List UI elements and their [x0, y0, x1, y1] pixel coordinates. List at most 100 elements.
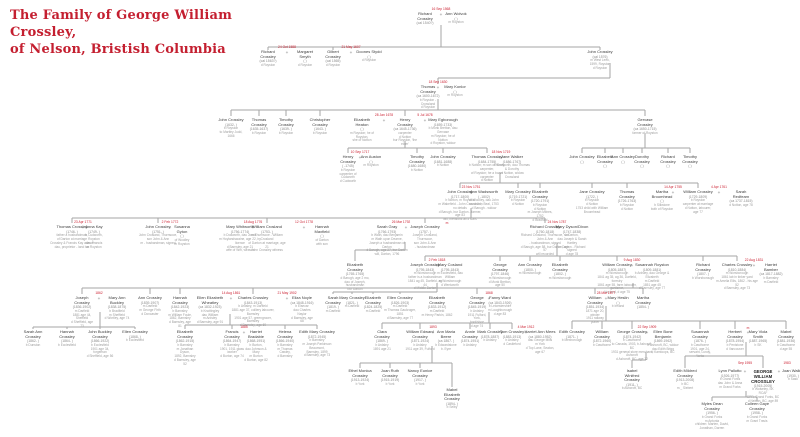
- person-name: Ellen Crossley: [122, 329, 148, 334]
- person-detail: Crossley & Francis Kay admon: [50, 240, 94, 245]
- person-detail: m Jonathan Dyson,: [176, 346, 194, 355]
- person-node: Mark Crossley(1878-1887)b Ardsley: [477, 329, 503, 343]
- person-detail: m Worsborough: [518, 270, 542, 275]
- person-detail: 1901 age 57, greengrocer, Barnsley: [234, 315, 272, 324]
- person-dates: (1757- ): [419, 229, 431, 234]
- marriage-date-label: 18 Sep 1630: [428, 80, 448, 84]
- person-detail: dau Edith Brigg: [652, 346, 674, 351]
- person-dates: (1805-1887): [607, 267, 627, 272]
- person-name: Timothy Crossley: [682, 154, 698, 164]
- person-detail: b Silkstone: [654, 202, 670, 207]
- person-detail: d Doncaster: [141, 311, 159, 316]
- person-detail: b Ashcroft, BC: [621, 386, 643, 391]
- person-detail: Jonathan, Darren: [699, 426, 725, 431]
- person-detail: to Martley Judd, 1666: [219, 129, 243, 138]
- person-node: Nancy Eunice Crossley(1917- )b York: [407, 368, 433, 387]
- person-node: Edith Mary Crossley(1872-1945)b Barnsley…: [299, 329, 335, 358]
- person-name: Joseph Crossley: [74, 295, 90, 305]
- person-detail: b SK: [754, 342, 762, 347]
- person-name: John Crossley: [218, 117, 244, 122]
- person-detail: 1911 railway porter: [586, 316, 604, 325]
- person-detail: d Notton: [620, 206, 634, 211]
- person-node: Jane Walker(1686-1767)b Cudworth, dau Th…: [494, 154, 530, 179]
- person-dates: (1839-1907): [140, 300, 160, 305]
- person-detail: m Darfield: [74, 308, 90, 313]
- person-detail: b Ardsley, m Darfield: [238, 303, 268, 308]
- person-node: Sarah Crossley(1819- )m Darfield: [320, 295, 346, 314]
- person-detail: to Canada, 1903, b Ashcroft, BC: [611, 341, 653, 350]
- person-detail: 1881 age 37, colliery labourer, Barnsley: [231, 307, 275, 316]
- person-dates: (1878-1954): [725, 339, 745, 344]
- person-detail: b BC: [681, 381, 689, 386]
- person-detail: d Burton, age 74: [220, 354, 244, 359]
- person-detail: bur Royston, 'the elder': [393, 138, 417, 147]
- person-name: George Crossley: [616, 329, 647, 334]
- spouse-plus-sign: +: [436, 85, 440, 90]
- person-name: Ann Crossley: [138, 295, 162, 300]
- person-detail: m Darfield: [763, 279, 779, 284]
- person-dates: (1878-1887): [480, 334, 500, 339]
- person-detail: d Royston: [592, 65, 608, 70]
- person-name: Edith Mildred Crossley: [673, 368, 697, 378]
- person-name: Elizabeth Crossley: [531, 189, 549, 199]
- person-name: Ann Auston: [360, 154, 382, 159]
- person-detail: b Notton; m son of Henry, carpenter,: [468, 162, 506, 171]
- person-detail: b Bradfield: [109, 308, 125, 313]
- person-node: Elizabeth Crossley( ): [592, 154, 618, 169]
- person-dates: (1824-1825): [363, 305, 383, 310]
- person-detail: of Darton at marriage, age 21: [248, 240, 286, 249]
- marriage-date-label: 2 Feb 1818: [428, 258, 446, 262]
- person-name: Susannah Royston: [635, 262, 669, 267]
- person-dates: (1720-1791): [530, 199, 550, 204]
- person-detail: m Darfield: [325, 308, 341, 313]
- person-detail: m York: [535, 341, 545, 346]
- person-detail: b Royston - Crossland: [419, 97, 437, 106]
- person-dates: (1842-1923): [170, 305, 190, 310]
- person-detail: - husbandman: [414, 244, 436, 249]
- person-detail: d Wortley, age 74: [104, 316, 130, 321]
- person-name: Hannah Crossley: [59, 329, 75, 339]
- person-detail: 1901, age 24,: [690, 346, 710, 351]
- person-detail: dau, proprietor - land tax: [54, 244, 90, 249]
- spouse-plus-sign: +: [743, 369, 747, 374]
- chart-title-line1: The Family of George William Crossley,: [10, 8, 233, 40]
- person-name: Thomas Crossley: [619, 189, 635, 199]
- person-detail: m Ardsley: [203, 316, 217, 321]
- person-name: George Crossley: [469, 295, 485, 305]
- person-name: Mark Crossley: [477, 329, 503, 334]
- person-node: Thomas Crossley(1684-1755)b Notton; m so…: [466, 154, 508, 183]
- person-dates: (1795-1843): [415, 267, 435, 272]
- marriage-date-label: 22 Sep 1909: [637, 325, 657, 329]
- person-name: Thomas Crossley: [251, 117, 267, 127]
- person-dates: (1930- ): [787, 373, 799, 378]
- person-detail: 1851 age 45: [643, 282, 661, 287]
- person-name: John Buckley Crossley: [88, 329, 112, 339]
- person-detail: d Barugh, age 2 mo,: [340, 275, 370, 280]
- person-node: Susannah Royston(1809-1881)b Ardsley, da…: [633, 262, 671, 291]
- person-detail: d Nelson, BC, age 89: [747, 398, 779, 403]
- person-dates: (1864- ): [61, 339, 73, 344]
- person-dates: (1765-1765): [345, 272, 365, 277]
- person-node: Mary Viola Smith(1887-1965)b SK: [745, 329, 771, 348]
- person-detail: b Royston: [619, 202, 635, 207]
- person-name: Tom Crossley: [499, 329, 525, 334]
- person-detail: b Royston: [278, 130, 294, 135]
- person-name: Helena Crossley: [277, 329, 293, 339]
- person-detail: b Royston: [510, 197, 526, 202]
- person-detail: m Hoylandswaine, age 22, by licence: [219, 236, 261, 245]
- person-detail: d Vancouver: [726, 346, 744, 351]
- person-detail: m Burton: [249, 354, 263, 359]
- person-detail: of Woolley: [174, 237, 190, 242]
- person-name: Francis Crossley: [224, 329, 240, 339]
- person-name: Joseph Crossley: [410, 224, 440, 229]
- person-node: Ann Crossley( ): [610, 154, 636, 164]
- person-detail: m Thurnscoe - William Crosland: [251, 232, 283, 241]
- person-detail: b York: [355, 381, 365, 386]
- person-node: Sarah Redfearn(ca 1737-1815)d Notton, ag…: [728, 189, 754, 208]
- person-dates: (1729-1809): [688, 194, 708, 199]
